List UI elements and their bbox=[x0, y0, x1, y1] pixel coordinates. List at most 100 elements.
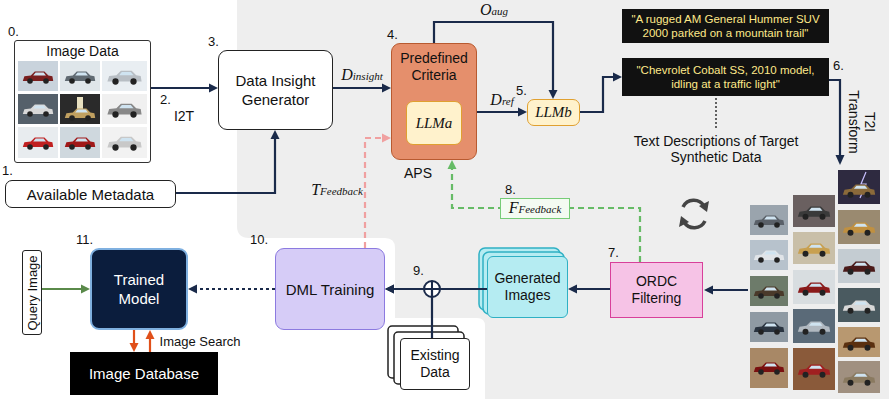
arrow-head bbox=[188, 285, 197, 294]
node-text: Trained Model bbox=[96, 270, 182, 308]
annotation-label: Text Descriptions of Target Synthetic Da… bbox=[631, 133, 801, 165]
svg-rect bbox=[793, 270, 835, 304]
svg-rect bbox=[838, 288, 880, 322]
filter-box: ORDC Filtering bbox=[610, 262, 703, 318]
image-data-box: Image Data bbox=[14, 40, 151, 163]
arrow-head bbox=[146, 330, 155, 339]
svg-rect bbox=[750, 240, 788, 270]
svg-rect bbox=[838, 327, 880, 357]
connector bbox=[151, 84, 218, 93]
data-stack: Existing Data bbox=[400, 338, 470, 390]
arrow-head bbox=[130, 343, 139, 352]
svg-use bbox=[798, 244, 830, 257]
connector bbox=[333, 84, 391, 93]
connector bbox=[176, 130, 280, 193]
svg-rect bbox=[750, 205, 788, 235]
svg-use bbox=[754, 362, 784, 374]
svg-use bbox=[798, 322, 830, 335]
arrow-head bbox=[271, 130, 280, 139]
svg-rect bbox=[14, 40, 151, 163]
connector bbox=[477, 108, 527, 117]
connector bbox=[365, 134, 391, 249]
edge-label: TFeedback bbox=[311, 182, 363, 199]
svg-rect bbox=[102, 94, 147, 124]
svg-rect bbox=[60, 61, 100, 91]
node-text: DML Training bbox=[286, 280, 375, 299]
callout-number: 3. bbox=[208, 34, 219, 49]
svg-polygon bbox=[836, 155, 845, 165]
image-thumbnails bbox=[14, 40, 151, 163]
svg-rect bbox=[793, 232, 835, 264]
callout-number: 6. bbox=[833, 58, 844, 73]
svg-rect bbox=[793, 348, 835, 390]
connector bbox=[385, 285, 432, 339]
images-stack: Generated Images bbox=[487, 256, 568, 318]
edge-label: Oaug bbox=[480, 2, 508, 19]
query-box: Query Image bbox=[22, 250, 42, 335]
svg-use bbox=[23, 137, 53, 149]
connector bbox=[568, 285, 610, 294]
connector-line bbox=[365, 138, 385, 248]
connector bbox=[188, 285, 275, 294]
node-text: LLMa bbox=[416, 115, 453, 132]
svg-rect bbox=[838, 210, 880, 244]
svg-rect bbox=[750, 312, 788, 342]
svg-use bbox=[843, 373, 875, 386]
connector-line bbox=[391, 289, 432, 338]
connector bbox=[42, 285, 90, 294]
arrow-head bbox=[568, 285, 577, 294]
connector-line bbox=[477, 111, 521, 113]
svg-rect bbox=[838, 170, 880, 204]
svg-rect bbox=[60, 94, 100, 124]
edge-label: Dinsight bbox=[341, 67, 383, 84]
node-text: Available Metadata bbox=[27, 186, 154, 203]
database-box: Image Database bbox=[70, 352, 218, 395]
svg-line bbox=[712, 289, 748, 291]
connector bbox=[448, 160, 641, 262]
edge-label: Dref bbox=[490, 92, 513, 109]
callout-number: 2. bbox=[160, 92, 171, 107]
svg-rect bbox=[18, 127, 58, 158]
svg-polyline bbox=[829, 80, 840, 156]
callout-number: 0. bbox=[8, 24, 19, 39]
svg-use bbox=[843, 262, 875, 275]
connector-line bbox=[176, 136, 275, 193]
svg-rect bbox=[60, 127, 100, 158]
cycle-icon bbox=[679, 200, 709, 227]
svg-rect bbox=[750, 348, 788, 388]
arrow-head bbox=[382, 84, 391, 93]
arrow-head bbox=[385, 285, 394, 294]
node-text: "A rugged AM General Hummer SUV 2000 par… bbox=[627, 12, 824, 40]
svg-rect bbox=[102, 61, 147, 91]
connector bbox=[130, 330, 139, 352]
callout-number: 10. bbox=[250, 232, 268, 247]
callout-number: 11. bbox=[76, 232, 93, 247]
callout-number: 1. bbox=[2, 163, 13, 178]
callout-number: 8. bbox=[505, 182, 516, 197]
svg-rect bbox=[750, 276, 788, 306]
svg-use bbox=[23, 71, 53, 83]
svg-use bbox=[754, 286, 784, 298]
arrow-head bbox=[613, 73, 622, 82]
training-box: DML Training bbox=[275, 248, 385, 330]
callout-number: 4. bbox=[387, 27, 398, 42]
svg-use bbox=[798, 283, 830, 296]
svg-use bbox=[798, 207, 830, 220]
connector-line bbox=[580, 77, 616, 112]
arrow-head bbox=[81, 285, 90, 294]
metadata-box: Available Metadata bbox=[5, 180, 176, 208]
svg-use bbox=[754, 322, 784, 334]
arrow-head bbox=[518, 108, 527, 117]
annotation-label: APS bbox=[404, 166, 432, 181]
svg-use bbox=[798, 365, 830, 378]
model-box: Trained Model bbox=[90, 248, 188, 330]
connector-line bbox=[151, 87, 212, 89]
svg-use bbox=[65, 137, 95, 149]
llm-box: LLMb bbox=[527, 99, 580, 126]
annotation-label: T2I Transform bbox=[846, 87, 878, 157]
svg-polygon bbox=[704, 286, 713, 295]
svg-use bbox=[754, 215, 784, 227]
svg-use bbox=[843, 338, 875, 351]
svg-polygon bbox=[699, 201, 709, 212]
node-text: Data Insight Generator bbox=[225, 71, 326, 109]
